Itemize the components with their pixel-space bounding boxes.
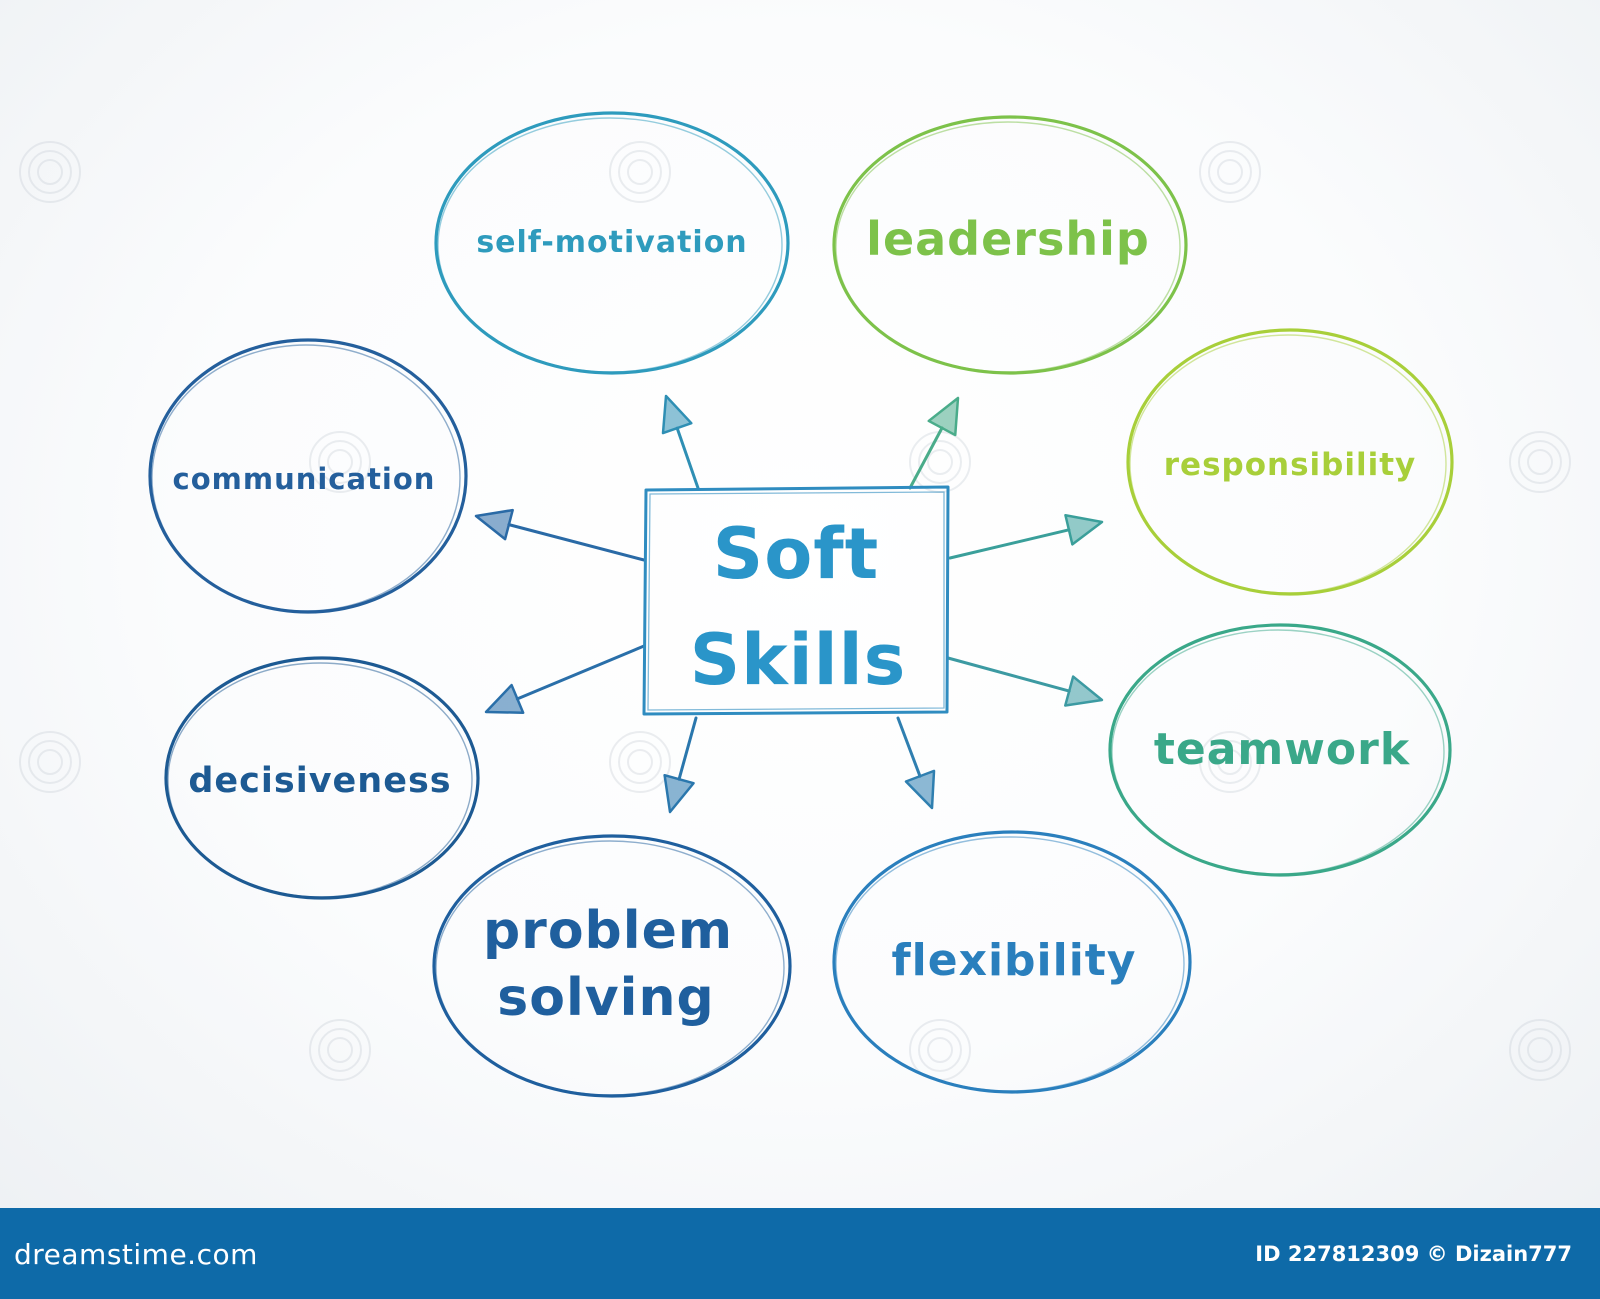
arrowhead-teamwork [1064, 675, 1104, 707]
node-label-problem-solving-line-1: problem [483, 901, 733, 961]
watermark-spiral-icon [1509, 1019, 1571, 1081]
arrow-to-communication [474, 508, 646, 562]
watermark-spiral-icon [1199, 141, 1261, 203]
node-communication: communication [148, 338, 468, 614]
footer-image-credit: ID 227812309 © Dizain777 [1255, 1242, 1572, 1266]
arrowhead-problem-solving [663, 773, 695, 814]
diagram-canvas: Soft Skills self-motivation leadership r… [0, 0, 1600, 1208]
arrowhead-responsibility [1064, 513, 1104, 546]
node-label-decisiveness: decisiveness [188, 761, 451, 801]
center-label-line-2: Skills [690, 619, 907, 701]
arrow-to-responsibility [948, 513, 1104, 560]
node-leadership: leadership [832, 115, 1188, 375]
watermark-spiral-icon [1509, 431, 1571, 493]
arrow-to-teamwork [946, 656, 1104, 707]
node-label-responsibility: responsibility [1164, 447, 1417, 483]
node-teamwork: teamwork [1108, 623, 1452, 877]
node-responsibility: responsibility [1126, 328, 1454, 596]
watermark-spiral-icon [909, 1019, 971, 1081]
arrowhead-self-motivation [661, 394, 693, 435]
arrows-layer [474, 394, 1104, 814]
watermark-spiral-icon [609, 141, 671, 203]
arrow-to-decisiveness [484, 644, 646, 714]
watermark-spiral-icon [1199, 731, 1261, 793]
arrow-to-flexibility [896, 716, 936, 810]
node-self-motivation: self-motivation [434, 111, 790, 375]
center-node: Soft Skills [642, 485, 950, 716]
center-label-line-1: Soft [713, 513, 879, 595]
node-decisiveness: decisiveness [164, 656, 480, 900]
arrow-to-self-motivation [661, 394, 700, 490]
watermark-spiral-icon [19, 141, 81, 203]
arrowhead-decisiveness [484, 683, 525, 714]
watermark-layer [19, 141, 1571, 1081]
arrow-to-leadership [908, 396, 960, 490]
node-problem-solving: problem solving [432, 834, 792, 1098]
watermark-spiral-icon [309, 1019, 371, 1081]
watermark-spiral-icon [909, 431, 971, 493]
watermark-spiral-icon [309, 431, 371, 493]
node-label-flexibility: flexibility [892, 935, 1137, 986]
node-label-leadership: leadership [866, 212, 1150, 266]
footer-site-name[interactable]: dreamstime.com [14, 1238, 258, 1271]
node-label-communication: communication [173, 462, 436, 496]
node-label-self-motivation: self-motivation [476, 225, 747, 260]
node-flexibility: flexibility [832, 830, 1192, 1094]
node-label-teamwork: teamwork [1154, 724, 1411, 775]
arrowhead-leadership [927, 396, 960, 437]
arrowhead-flexibility [904, 769, 936, 810]
watermark-spiral-icon [19, 731, 81, 793]
mind-map: Soft Skills self-motivation leadership r… [19, 111, 1571, 1098]
footer-bar: dreamstime.com ID 227812309 © Dizain777 [0, 1208, 1600, 1299]
arrowhead-communication [474, 508, 514, 541]
arrow-to-problem-solving [663, 716, 698, 814]
watermark-spiral-icon [609, 731, 671, 793]
node-label-problem-solving-line-2: solving [497, 968, 714, 1028]
